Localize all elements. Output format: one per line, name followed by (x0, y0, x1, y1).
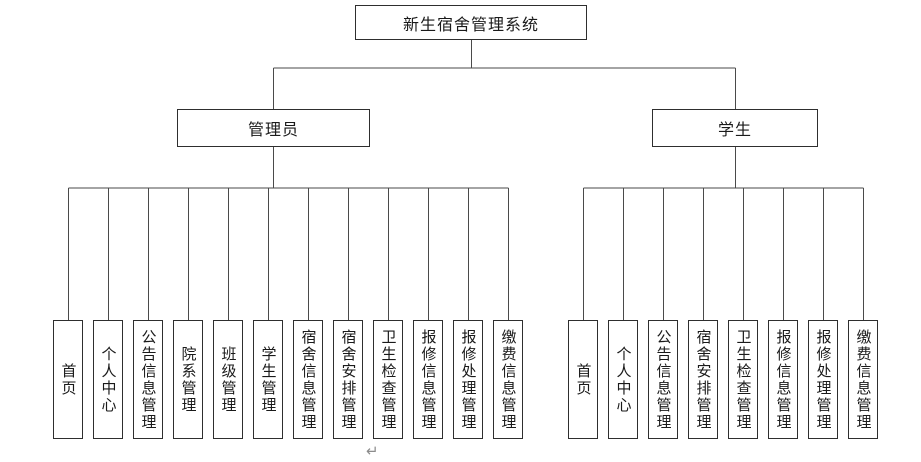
leaf-label: 报修处理管理 (814, 328, 833, 431)
leaf-admin-hygiene-inspection-mgmt: 卫生检查管理 (373, 320, 403, 439)
leaf-student-repair-report-info-mgmt: 报修信息管理 (768, 320, 798, 439)
leaf-label: 缴费信息管理 (499, 328, 518, 431)
leaf-label: 院系管理 (179, 345, 198, 414)
leaf-admin-payment-info-mgmt: 缴费信息管理 (493, 320, 523, 439)
leaf-label: 首页 (574, 362, 593, 397)
leaf-label: 公告信息管理 (139, 328, 158, 431)
leaf-student-repair-handling-mgmt: 报修处理管理 (808, 320, 838, 439)
leaf-label: 宿舍信息管理 (299, 328, 318, 431)
leaf-label: 卫生检查管理 (734, 328, 753, 431)
leaf-admin-personal-center: 个人中心 (93, 320, 123, 439)
leaf-label: 公告信息管理 (654, 328, 673, 431)
root-node-label: 新生宿舍管理系统 (402, 14, 539, 34)
leaf-admin-repair-report-info-mgmt: 报修信息管理 (413, 320, 443, 439)
leaf-label: 报修处理管理 (459, 328, 478, 431)
leaf-student-payment-info-mgmt: 缴费信息管理 (848, 320, 878, 439)
leaf-label: 首页 (59, 362, 78, 397)
root-node-system-title: 新生宿舍管理系统 (355, 5, 587, 40)
leaf-student-announcement-info-mgmt: 公告信息管理 (648, 320, 678, 439)
leaf-admin-class-mgmt: 班级管理 (213, 320, 243, 439)
branch-node-student: 学生 (652, 109, 818, 147)
leaf-admin-repair-handling-mgmt: 报修处理管理 (453, 320, 483, 439)
leaf-label: 个人中心 (614, 345, 633, 414)
leaf-label: 学生管理 (259, 345, 278, 414)
leaf-label: 班级管理 (219, 345, 238, 414)
leaf-admin-home: 首页 (53, 320, 83, 439)
leaf-label: 报修信息管理 (774, 328, 793, 431)
leaf-admin-dorm-info-mgmt: 宿舍信息管理 (293, 320, 323, 439)
branch-node-admin: 管理员 (177, 109, 370, 147)
leaf-admin-student-mgmt: 学生管理 (253, 320, 283, 439)
leaf-label: 卫生检查管理 (379, 328, 398, 431)
leaf-admin-dorm-assignment-mgmt: 宿舍安排管理 (333, 320, 363, 439)
leaf-student-personal-center: 个人中心 (608, 320, 638, 439)
leaf-label: 个人中心 (99, 345, 118, 414)
branch-node-admin-label: 管理员 (247, 120, 299, 139)
leaf-label: 宿舍安排管理 (339, 328, 358, 431)
leaf-admin-announcement-info-mgmt: 公告信息管理 (133, 320, 163, 439)
leaf-student-dorm-assignment-mgmt: 宿舍安排管理 (688, 320, 718, 439)
paragraph-return-mark: ↵ (366, 442, 379, 460)
branch-node-student-label: 学生 (717, 120, 752, 139)
leaf-label: 宿舍安排管理 (694, 328, 713, 431)
leaf-student-home: 首页 (568, 320, 598, 439)
leaf-admin-department-mgmt: 院系管理 (173, 320, 203, 439)
leaf-student-hygiene-inspection-mgmt: 卫生检查管理 (728, 320, 758, 439)
leaf-label: 缴费信息管理 (854, 328, 873, 431)
leaf-label: 报修信息管理 (419, 328, 438, 431)
